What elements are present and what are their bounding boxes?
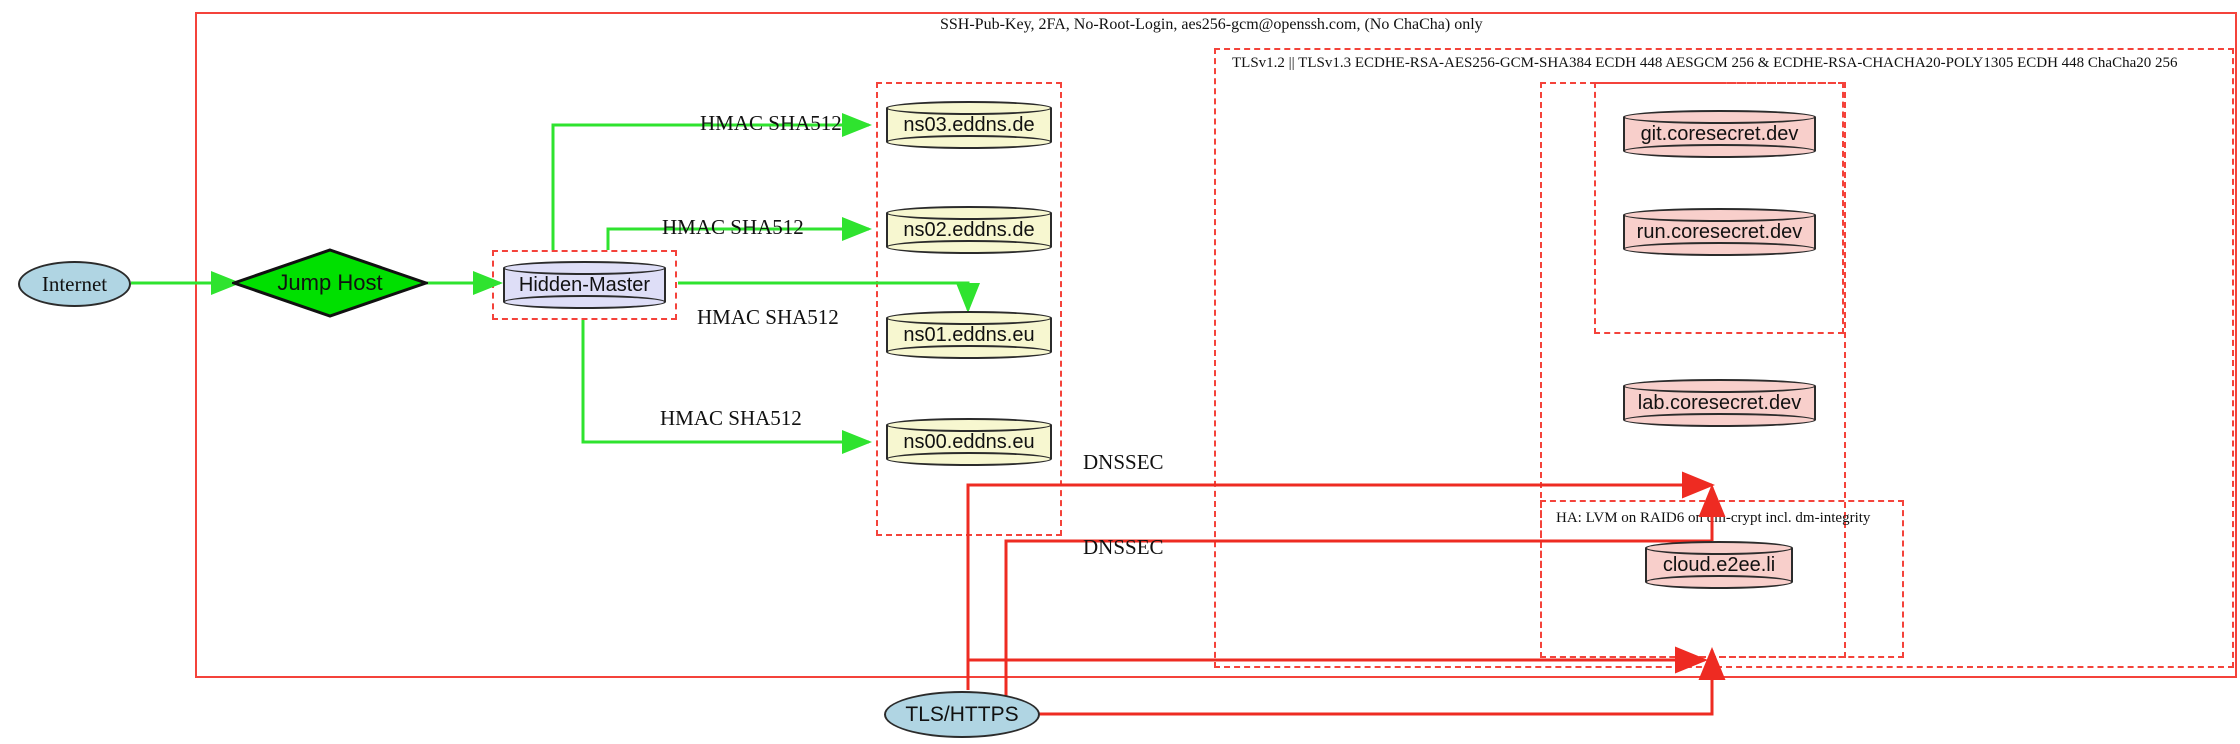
node-ns03-label: ns03.eddns.de (903, 113, 1035, 136)
edge-label-hmac-ns02: HMAC SHA512 (662, 215, 804, 239)
dns-zone-box (876, 82, 1062, 536)
cyl-top (886, 101, 1052, 115)
cyl-top (886, 418, 1052, 432)
cyl-top (1623, 110, 1816, 124)
cyl-top (886, 206, 1052, 220)
edge-label-hmac-ns00: HMAC SHA512 (660, 406, 802, 430)
cyl-top (1623, 379, 1816, 393)
node-cloud-e2ee[interactable]: cloud.e2ee.li (1645, 541, 1793, 589)
cyl-bottom (1645, 575, 1793, 589)
node-jump-host-label: Jump Host (277, 270, 383, 295)
node-internet[interactable]: Internet (18, 261, 131, 307)
node-tls-https[interactable]: TLS/HTTPS (884, 691, 1040, 738)
node-git-coresecret[interactable]: git.coresecret.dev (1623, 110, 1816, 158)
edge-label-dnssec-upper: DNSSEC (1083, 450, 1164, 474)
node-run-coresecret[interactable]: run.coresecret.dev (1623, 208, 1816, 256)
cyl-top (1645, 541, 1793, 555)
edge-label-hmac-ns01: HMAC SHA512 (697, 305, 839, 329)
node-run-label: run.coresecret.dev (1636, 220, 1803, 243)
node-ns01[interactable]: ns01.eddns.eu (886, 311, 1052, 359)
cyl-bottom (1623, 242, 1816, 256)
cyl-bottom (503, 295, 666, 309)
cyl-bottom (886, 452, 1052, 466)
node-ns00-label: ns00.eddns.eu (903, 430, 1035, 453)
cyl-bottom (886, 240, 1052, 254)
node-ns03[interactable]: ns03.eddns.de (886, 101, 1052, 149)
edge-label-hmac-ns03: HMAC SHA512 (700, 111, 842, 135)
diamond-shape (229, 248, 431, 318)
node-hidden-master-label: Hidden-Master (518, 273, 651, 296)
node-jump-host[interactable]: Jump Host (229, 248, 431, 318)
node-ns02-label: ns02.eddns.de (903, 218, 1035, 241)
cyl-top (1623, 208, 1816, 222)
node-ns01-label: ns01.eddns.eu (903, 323, 1035, 346)
node-internet-label: Internet (41, 271, 108, 296)
tls-boundary-label: TLSv1.2 || TLSv1.3 ECDHE-RSA-AES256-GCM-… (1232, 55, 2178, 71)
cyl-bottom (1623, 413, 1816, 427)
node-tls-https-label: TLS/HTTPS (905, 702, 1019, 726)
node-git-label: git.coresecret.dev (1640, 122, 1799, 145)
node-lab-coresecret[interactable]: lab.coresecret.dev (1623, 379, 1816, 427)
cyl-bottom (886, 135, 1052, 149)
cyl-top (503, 261, 666, 275)
cyl-top (886, 311, 1052, 325)
edge-label-dnssec-lower: DNSSEC (1083, 535, 1164, 559)
cyl-bottom (1623, 144, 1816, 158)
node-lab-label: lab.coresecret.dev (1637, 391, 1802, 414)
ha-storage-label: HA: LVM on RAID6 on dm-crypt incl. dm-in… (1556, 510, 1871, 526)
ssh-boundary-label: SSH-Pub-Key, 2FA, No-Root-Login, aes256-… (940, 16, 1483, 33)
node-hidden-master[interactable]: Hidden-Master (503, 261, 666, 309)
node-cloud-label: cloud.e2ee.li (1662, 553, 1776, 576)
node-ns02[interactable]: ns02.eddns.de (886, 206, 1052, 254)
cyl-bottom (886, 345, 1052, 359)
node-ns00[interactable]: ns00.eddns.eu (886, 418, 1052, 466)
